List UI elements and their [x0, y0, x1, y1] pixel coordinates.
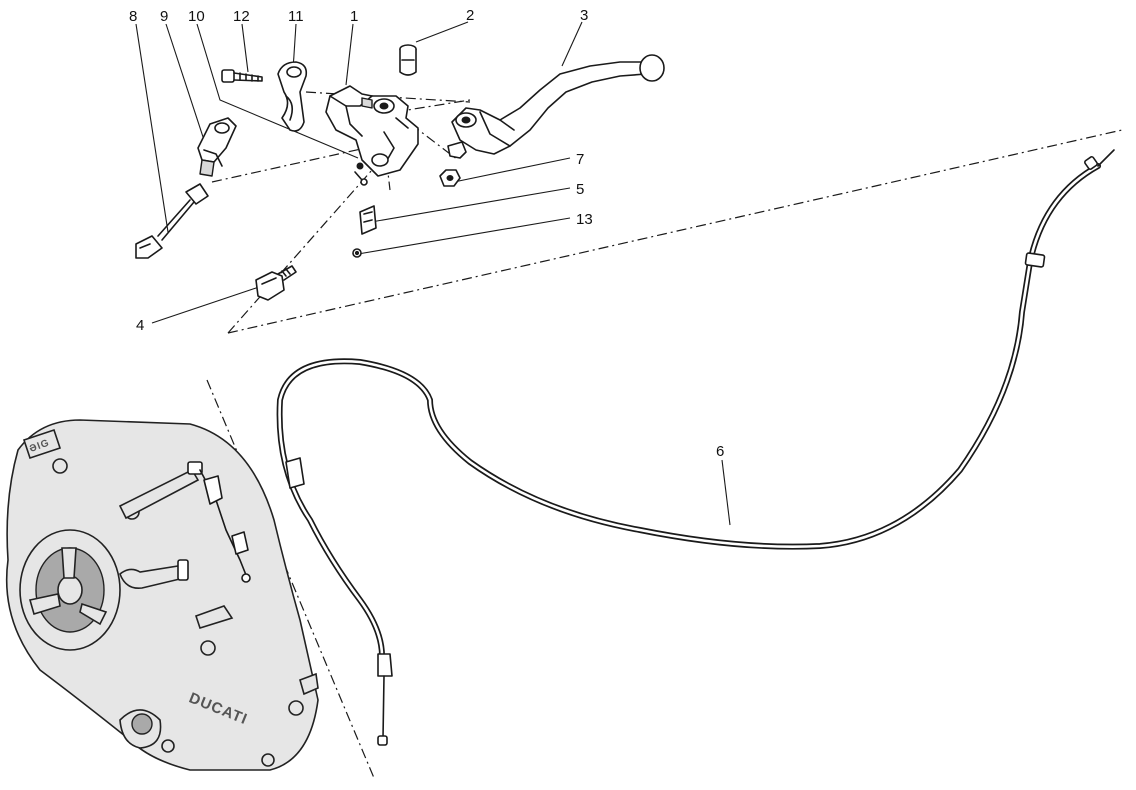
- callout-10: 10: [188, 8, 205, 25]
- callout-12: 12: [233, 8, 250, 25]
- clutch-cable-part-6: [276, 149, 1115, 746]
- mount-bracket-part-9: [197, 117, 237, 177]
- switch-part-4: [255, 265, 297, 301]
- adjuster-plate-part-5: [359, 205, 377, 235]
- clamp-part-11: [277, 61, 308, 132]
- nut-part-7: [439, 141, 467, 187]
- lever-bracket-part-1: [325, 85, 419, 177]
- callout-6: 6: [716, 443, 724, 460]
- lever-part-3: [451, 54, 665, 155]
- callout-13: 13: [576, 211, 593, 228]
- callout-5: 5: [576, 181, 584, 198]
- pivot-pin-part-2: [399, 44, 417, 76]
- callout-4: 4: [136, 317, 144, 334]
- callout-3: 3: [580, 7, 588, 24]
- callout-9: 9: [160, 8, 168, 25]
- callout-labels: 8 9 10 12 11 1 2 3 7 5 13 4 6: [129, 7, 724, 460]
- screw-part-13: [352, 248, 362, 258]
- engine-clutch-cover: [5, 419, 319, 771]
- leader-lines: [135, 21, 731, 526]
- callout-11: 11: [288, 8, 304, 25]
- callout-7: 7: [576, 151, 584, 168]
- screw-part-12: [221, 69, 263, 83]
- callout-2: 2: [466, 7, 474, 24]
- screw-part-10: [354, 162, 368, 186]
- wire-connector-part-8: [135, 183, 209, 259]
- callout-8: 8: [129, 8, 137, 25]
- callout-1: 1: [350, 8, 358, 25]
